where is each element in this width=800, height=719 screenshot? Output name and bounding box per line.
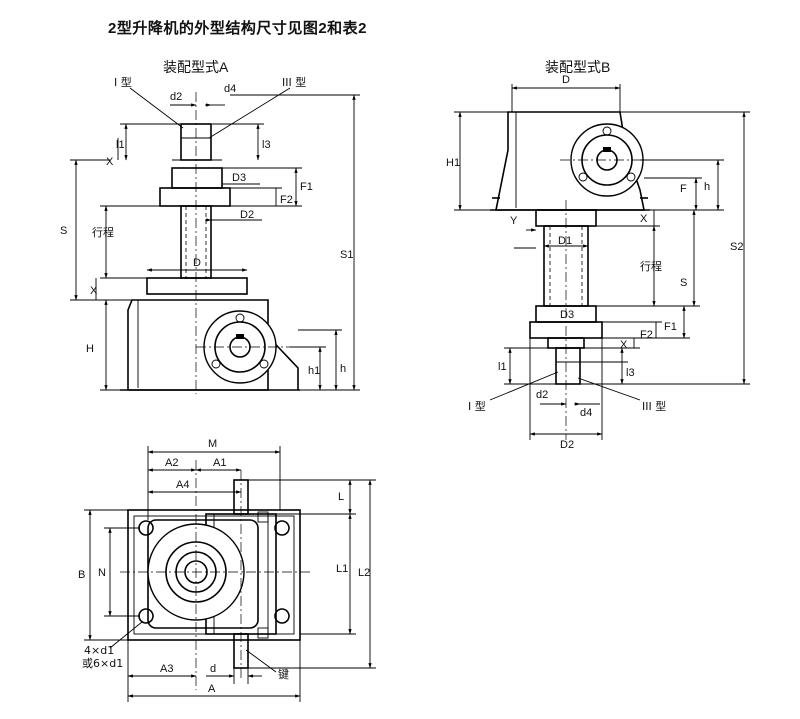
view-a-d4-label: d4: [224, 83, 236, 95]
view-b-l3-label: l3: [626, 367, 635, 379]
view-a-l1-label: l1: [116, 139, 125, 151]
view-b-d1-label: D1: [558, 235, 572, 247]
view-b-d4-label: d4: [580, 407, 592, 419]
view-b-s-label: S: [680, 277, 687, 289]
view-a-f2-label: F2: [280, 194, 293, 206]
view-a-caption: 装配型式A: [163, 59, 229, 75]
plan-l1-label: L1: [336, 563, 348, 575]
view-b-d3-label: D3: [560, 309, 574, 321]
view-b-x2-label: X: [620, 339, 628, 351]
view-a-d2-top-label: d2: [170, 91, 182, 103]
view-a-type1-label: I 型: [114, 75, 132, 89]
view-a-f1-label: F1: [300, 181, 313, 193]
view-b-y-label: Y: [510, 215, 518, 227]
view-a-drawing: I 型 III 型 d2 d4 l1 l3 X D3 F2 F1 D2 S 行程…: [60, 75, 360, 394]
view-a-d3-label: D3: [232, 172, 246, 184]
plan-hole-top-left: [138, 520, 154, 536]
view-a-h-label: H: [86, 343, 94, 355]
view-a-small-h-label: h: [340, 363, 346, 375]
plan-l2-label: L2: [358, 567, 370, 579]
plan-a3-label: A3: [160, 663, 173, 675]
view-a-x-mid-label: X: [90, 285, 98, 297]
view-b-h-label: h: [704, 181, 710, 193]
view-b-bottom-shaft: [555, 347, 581, 385]
drawing-title: 2型升降机的外型结构尺寸见图2和表2: [108, 20, 368, 37]
view-b-s2-label: S2: [730, 241, 743, 253]
view-a-s-label: S: [60, 225, 67, 237]
plan-view-drawing: M A2 A1 A4 L B N L1 L2 4×d1 或6×d1 A3 d 键…: [78, 438, 376, 702]
view-b-caption: 装配型式B: [545, 59, 611, 75]
view-b-type1-label: I 型: [468, 399, 486, 413]
view-b-stroke-label: 行程: [640, 260, 662, 273]
plan-m-label: M: [208, 438, 217, 450]
view-b-l1-label: l1: [498, 361, 507, 373]
plan-b-label: B: [78, 569, 85, 581]
view-a-type3-label: III 型: [282, 75, 306, 89]
view-b-f1-label: F1: [664, 321, 677, 333]
view-b-d2-label: d2: [536, 389, 548, 401]
plan-holes-label: 4×d1: [84, 644, 114, 657]
view-a-h1-label: h1: [308, 365, 320, 377]
view-a-d2-label: D2: [240, 209, 254, 221]
view-a-x-top-label: X: [106, 156, 114, 168]
plan-a1-label: A1: [213, 457, 226, 469]
plan-hole-bottom-right: [274, 608, 290, 624]
plan-l-label: L: [338, 491, 344, 503]
view-a-s1-label: S1: [340, 249, 353, 261]
plan-base-plate: [127, 509, 301, 641]
plan-key-label: 键: [278, 667, 289, 681]
view-b-drawing: D H1 F h Y X D1 行程 S S2 D3 F1 F2 X l1 l3…: [446, 74, 750, 451]
plan-a4-label: A4: [176, 479, 189, 491]
plan-d-label: d: [210, 663, 216, 675]
view-a-flange-d3: [171, 167, 223, 189]
view-a-stroke-label: 行程: [92, 226, 114, 239]
plan-n-label: N: [98, 567, 106, 579]
view-b-d-label: D: [562, 74, 570, 86]
view-b-type3-label: III 型: [642, 399, 666, 413]
view-b-x-label: X: [640, 213, 648, 225]
plan-a2-label: A2: [165, 457, 178, 469]
view-b-f-label: F: [680, 183, 687, 195]
view-a-d-label: D: [193, 257, 201, 269]
view-b-h1-label: H1: [446, 157, 460, 169]
plan-hole-bottom-left: [138, 608, 154, 624]
view-b-dd2-label: D2: [560, 439, 574, 451]
plan-a-label: A: [208, 683, 216, 695]
view-a-l3-label: l3: [262, 139, 271, 151]
plan-holes-alt-label: 或6×d1: [82, 657, 123, 670]
plan-hole-top-right: [274, 520, 290, 536]
view-b-f2-label: F2: [640, 329, 653, 341]
